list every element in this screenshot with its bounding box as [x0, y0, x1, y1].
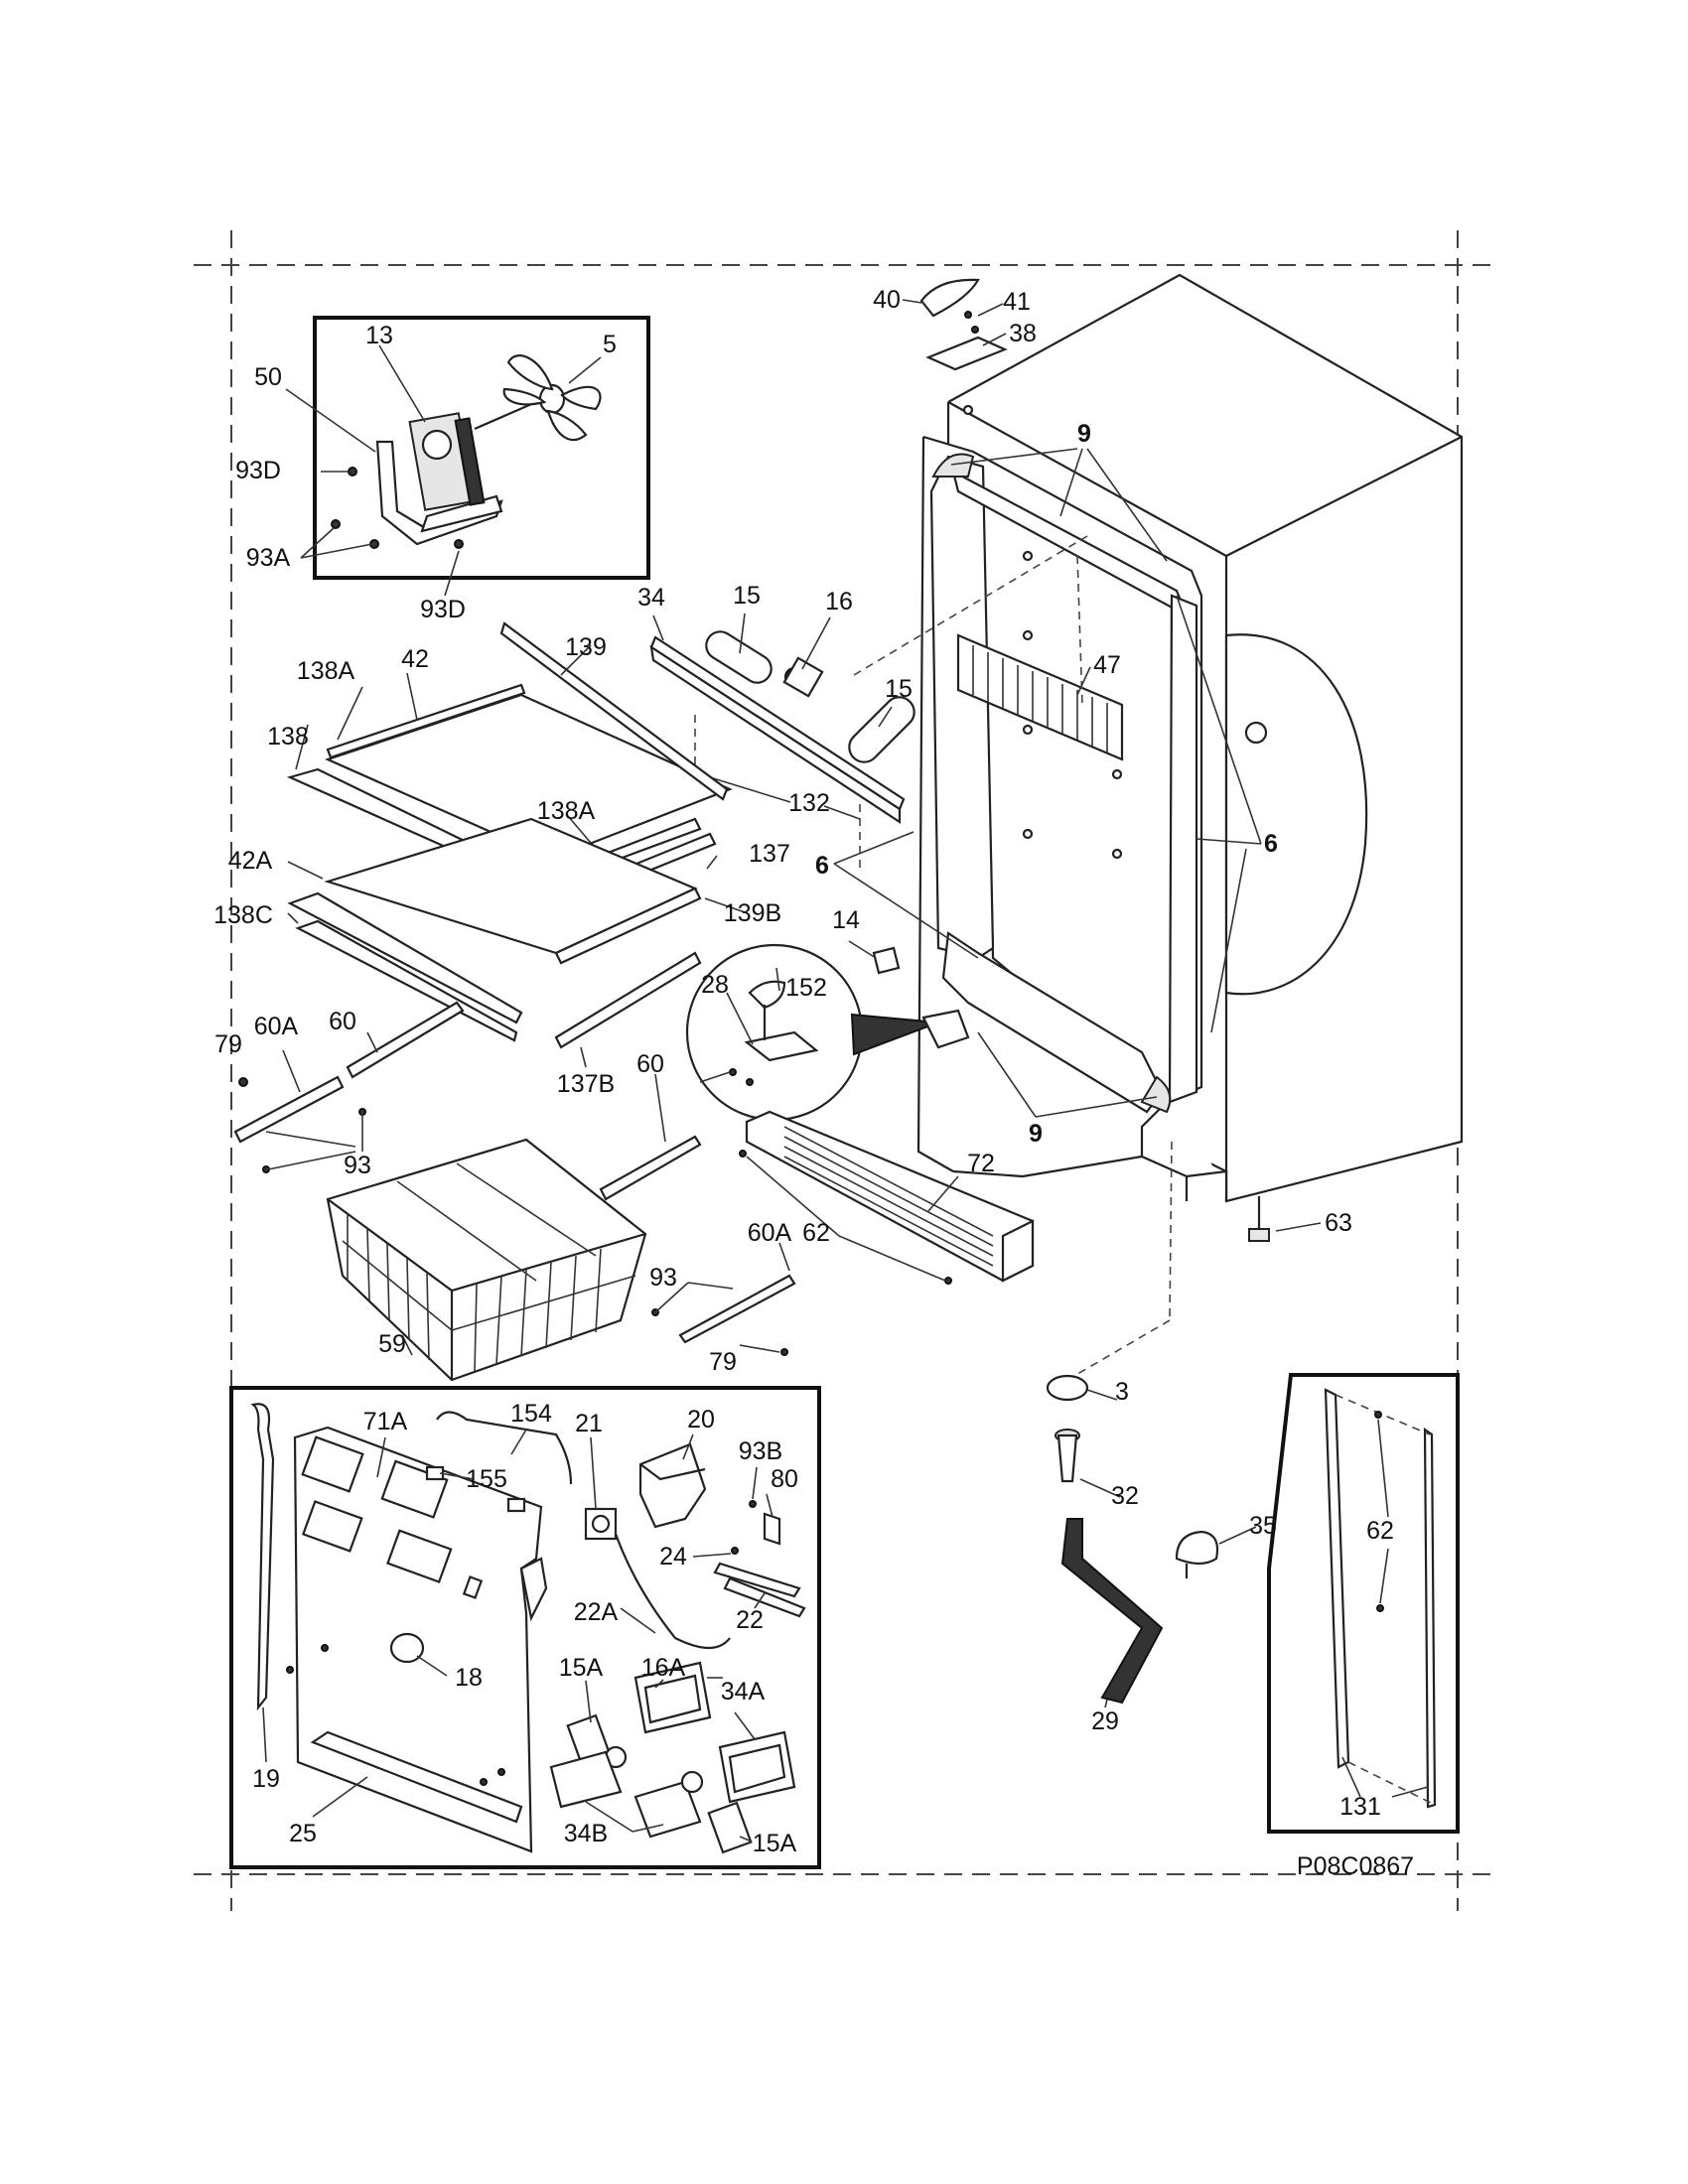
callout-15-a: 15: [733, 582, 761, 610]
callout-20: 20: [687, 1406, 715, 1433]
callout-59: 59: [378, 1330, 406, 1358]
callout-21: 21: [575, 1410, 603, 1437]
drawing-code: P08C0867: [1297, 1852, 1414, 1880]
callout-5: 5: [603, 331, 617, 358]
callout-42A: 42A: [228, 847, 273, 875]
callout-138A-b: 138A: [537, 797, 596, 825]
callout-42: 42: [401, 645, 429, 673]
callout-47: 47: [1093, 651, 1121, 679]
callout-132: 132: [788, 789, 830, 817]
shelf-rail-inset: [1267, 1373, 1460, 1834]
clamp: [1175, 1526, 1257, 1578]
callout-62-a: 62: [802, 1219, 830, 1247]
toe-grille: [739, 1110, 1035, 1285]
callout-131: 131: [1339, 1793, 1381, 1821]
callout-34A: 34A: [721, 1678, 766, 1706]
callout-72: 72: [967, 1150, 995, 1177]
callout-80: 80: [771, 1465, 798, 1493]
callout-139: 139: [565, 633, 607, 661]
callout-22: 22: [736, 1606, 764, 1634]
callout-24: 24: [659, 1543, 687, 1570]
ceiling-light-assembly: [649, 613, 915, 869]
callout-29: 29: [1091, 1707, 1119, 1735]
callout-50: 50: [254, 363, 282, 391]
fan-blade: [502, 354, 602, 441]
callout-15A-b: 15A: [753, 1830, 797, 1857]
wire-basket: [326, 1138, 647, 1382]
callout-15A-a: 15A: [559, 1654, 604, 1682]
fan-motor-inset: [285, 316, 650, 597]
callout-79-b: 79: [709, 1348, 737, 1376]
callout-93A: 93A: [246, 544, 291, 572]
callout-62-b: 62: [1366, 1517, 1394, 1545]
callout-71A: 71A: [363, 1408, 408, 1435]
callout-15-b: 15: [885, 675, 913, 703]
callout-16: 16: [825, 588, 853, 615]
callout-138: 138: [267, 723, 309, 751]
callout-9-bottom: 9: [1029, 1120, 1043, 1148]
rear-vent-grille: [956, 633, 1124, 761]
cabinet: [833, 273, 1464, 1381]
leveler-foot: [1248, 1196, 1322, 1242]
callout-60-b: 60: [636, 1050, 664, 1078]
callout-18: 18: [455, 1664, 483, 1692]
callout-138A-a: 138A: [297, 657, 355, 685]
drain-assembly: [1046, 1374, 1164, 1708]
top-hinge: [902, 278, 1008, 416]
control-panel-inset: [229, 1386, 821, 1869]
callout-138C: 138C: [213, 901, 273, 929]
callout-19: 19: [252, 1765, 280, 1793]
callout-13: 13: [365, 322, 393, 349]
callout-137: 137: [749, 840, 790, 868]
callout-155: 155: [466, 1465, 507, 1493]
callout-9-top: 9: [1077, 420, 1091, 448]
callout-25: 25: [289, 1820, 317, 1847]
callout-41: 41: [1003, 288, 1031, 316]
callout-6-left: 6: [815, 852, 829, 880]
callout-40: 40: [873, 286, 901, 314]
callout-79-a: 79: [214, 1030, 242, 1058]
callout-32: 32: [1111, 1482, 1139, 1510]
callout-60-a: 60: [329, 1008, 356, 1035]
callout-152: 152: [785, 974, 827, 1002]
callout-35: 35: [1249, 1512, 1277, 1540]
callout-93D-b: 93D: [420, 596, 466, 623]
callout-14: 14: [832, 906, 860, 934]
damper-detail: [685, 940, 970, 1122]
basket-rails: [233, 1001, 796, 1356]
callout-63: 63: [1325, 1209, 1352, 1237]
callout-139B: 139B: [724, 899, 781, 927]
callout-34: 34: [637, 584, 665, 612]
callout-34B: 34B: [564, 1820, 608, 1847]
callout-28: 28: [701, 971, 729, 999]
callout-6-right: 6: [1264, 830, 1278, 858]
callout-22A: 22A: [574, 1598, 619, 1626]
callout-60A-b: 60A: [748, 1219, 792, 1247]
callout-93-a: 93: [344, 1152, 371, 1179]
callout-137B: 137B: [557, 1070, 615, 1098]
callout-60A-a: 60A: [254, 1013, 299, 1040]
callout-154: 154: [510, 1400, 552, 1428]
callout-labels: 13 5 50 93D 93A 93D 40 41 38 9 9 6 6 34 …: [213, 286, 1414, 1880]
callout-93D-a: 93D: [235, 457, 281, 484]
callout-16A: 16A: [641, 1654, 686, 1682]
callout-93B: 93B: [739, 1437, 782, 1465]
callout-38: 38: [1009, 320, 1037, 347]
callout-3: 3: [1115, 1378, 1129, 1406]
callout-93-b: 93: [649, 1264, 677, 1292]
